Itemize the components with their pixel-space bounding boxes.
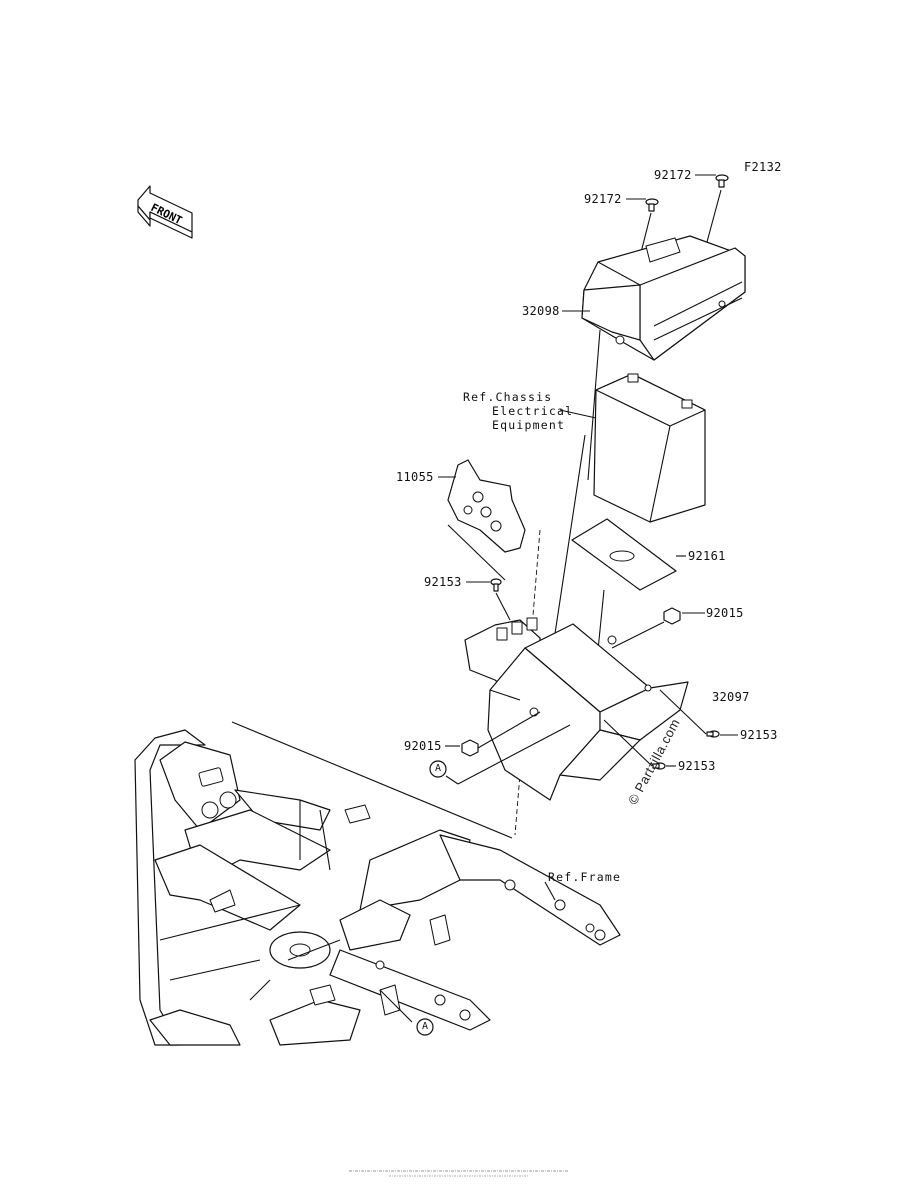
battery: [593, 373, 706, 523]
callout-11055[interactable]: 11055: [396, 470, 434, 484]
fine-print-glyphs: [348, 1170, 569, 1177]
marker-a-upper-circle: [429, 760, 447, 778]
bolt-92153-right[interactable]: [706, 730, 720, 738]
marker-a-lower-circle: [416, 1018, 434, 1036]
pad-92161[interactable]: [571, 518, 677, 591]
ref-frame: Ref.Frame: [548, 870, 622, 884]
ref-chassis-line1: Ref.Chassis: [463, 390, 553, 404]
callout-92153-right[interactable]: 92153: [740, 728, 778, 742]
ref-chassis-line2: Electrical: [492, 404, 574, 418]
callout-92161[interactable]: 92161: [688, 549, 726, 563]
bracket-11055[interactable]: [447, 459, 526, 553]
marker-a-upper: A: [435, 763, 442, 774]
callout-92015-right[interactable]: 92015: [706, 606, 744, 620]
front-arrow-icon: FRONT: [137, 185, 193, 239]
callout-92153-lower[interactable]: 92153: [678, 759, 716, 773]
ref-chassis-line3: Equipment: [492, 418, 566, 432]
copyright-fine-print: [0, 1168, 917, 1179]
bolt-92172-top[interactable]: [715, 174, 729, 188]
nut-92015-right[interactable]: [663, 607, 681, 625]
callout-92015-left[interactable]: 92015: [404, 739, 442, 753]
diagram-code: F2132: [744, 160, 782, 174]
marker-a-lower: A: [422, 1021, 429, 1032]
callout-32098[interactable]: 32098: [522, 304, 560, 318]
nut-92015-left[interactable]: [461, 739, 479, 757]
callout-92172-left[interactable]: 92172: [584, 192, 622, 206]
bolt-92153-lower[interactable]: [652, 762, 666, 770]
callout-32097[interactable]: 32097: [712, 690, 750, 704]
bolt-92172-left[interactable]: [645, 198, 659, 212]
bolt-92153-left[interactable]: [490, 578, 502, 592]
callout-92172-top[interactable]: 92172: [654, 168, 692, 182]
frame: [134, 729, 621, 1046]
callout-92153-left[interactable]: 92153: [424, 575, 462, 589]
battery-cover-32098[interactable]: [581, 235, 746, 361]
